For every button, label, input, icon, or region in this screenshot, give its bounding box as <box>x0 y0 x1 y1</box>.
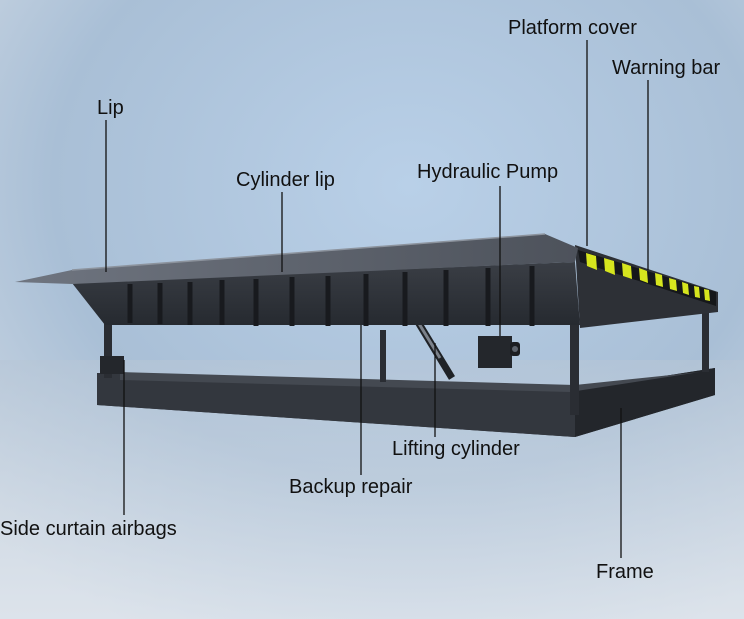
label-lip: Lip <box>97 97 124 119</box>
platform-deck <box>15 234 578 284</box>
frame <box>97 368 715 437</box>
warning-bar <box>578 250 716 306</box>
label-side-curtain-airbags: Side curtain airbags <box>0 518 177 540</box>
label-lifting-cylinder: Lifting cylinder <box>392 438 520 460</box>
label-backup-repair: Backup repair <box>289 476 413 498</box>
platform-ribs <box>127 266 535 326</box>
hydraulic-pump <box>478 336 520 368</box>
label-hydraulic-pump: Hydraulic Pump <box>417 161 559 183</box>
label-warning-bar: Warning bar <box>612 57 721 79</box>
side-curtain-airbag-block <box>100 356 124 374</box>
label-platform-cover: Platform cover <box>508 17 637 39</box>
leader-lines <box>105 40 649 558</box>
label-cylinder-lip: Cylinder lip <box>236 169 335 191</box>
label-frame: Frame <box>596 561 654 583</box>
support-posts <box>104 300 709 415</box>
